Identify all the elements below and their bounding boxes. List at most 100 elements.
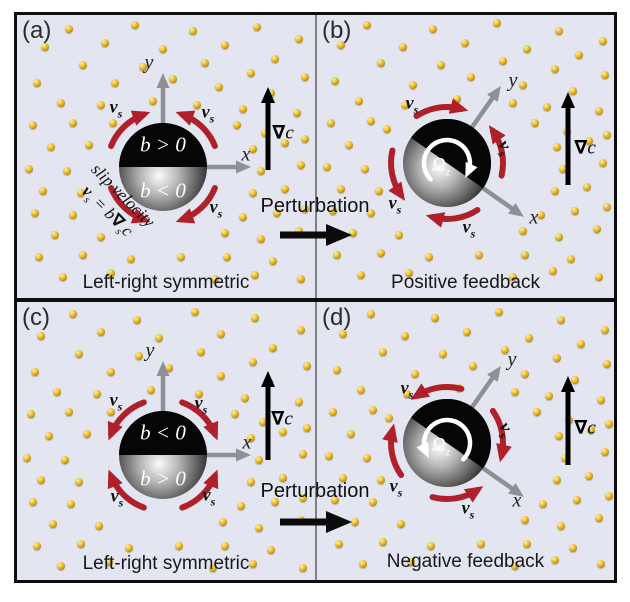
gradient-label: ∇c xyxy=(272,121,294,144)
chemical-particle-dot xyxy=(539,500,547,508)
chemical-particle-dot xyxy=(461,39,469,47)
y-axis-label: y xyxy=(508,69,518,92)
chemical-particle-dot xyxy=(583,183,591,191)
chemical-particle-dot xyxy=(575,51,583,59)
chemical-particle-dot xyxy=(29,498,37,506)
chemical-particle-dot xyxy=(397,520,405,528)
chemical-particle-dot xyxy=(337,41,345,49)
x-axis-label: x xyxy=(242,431,252,454)
chemical-particle-dot xyxy=(555,233,563,241)
slip-velocity-arrow xyxy=(429,486,484,503)
chemical-particle-dot xyxy=(367,117,375,125)
chemical-particle-dot xyxy=(349,229,357,237)
chemical-particle-dot xyxy=(303,362,311,370)
chemical-particle-dot xyxy=(65,25,73,33)
chemical-particle-dot xyxy=(23,454,31,462)
chemical-particle-dot xyxy=(259,418,267,426)
slip-velocity-arrow xyxy=(107,399,147,441)
chemical-particle-dot xyxy=(509,99,517,107)
chemical-particle-dot xyxy=(215,83,223,91)
chemical-particle-dot xyxy=(293,109,301,117)
chemical-particle-dot xyxy=(295,35,303,43)
chemical-particle-dot xyxy=(79,61,87,69)
janus-sphere-top-half xyxy=(119,123,207,167)
chemical-particle-dot xyxy=(361,165,369,173)
chemical-particle-dot xyxy=(347,430,355,438)
chemical-particle-dot xyxy=(255,456,263,464)
chemical-particle-dot xyxy=(409,81,417,89)
chemical-particle-dot xyxy=(279,428,287,436)
chemical-particle-dot xyxy=(475,251,483,259)
chemical-particle-dot xyxy=(37,332,45,340)
chemical-particle-dot xyxy=(557,522,565,530)
chemical-particle-dot xyxy=(599,37,607,45)
slip-velocity-label: vs xyxy=(461,497,475,522)
chemical-particle-dot xyxy=(239,105,247,113)
chemical-particle-dot xyxy=(249,358,257,366)
chemical-particle-dot xyxy=(325,452,333,460)
chemical-particle-dot xyxy=(75,350,83,358)
chemical-particle-dot xyxy=(395,231,403,239)
chemical-particle-dot xyxy=(595,273,603,281)
chemical-particle-dot xyxy=(61,456,69,464)
chemical-particle-dot xyxy=(437,61,445,69)
chemical-particle-dot xyxy=(601,71,609,79)
chemical-particle-dot xyxy=(255,524,263,532)
chemical-particle-dot xyxy=(299,564,307,572)
chemical-particle-dot xyxy=(29,121,37,129)
panel-caption: Left-right symmetric xyxy=(82,553,250,574)
chemical-particle-dot xyxy=(111,79,119,87)
chemical-particle-dot xyxy=(249,560,257,568)
chemical-particle-dot xyxy=(269,344,277,352)
chemical-particle-dot xyxy=(557,316,565,324)
chemical-particle-dot xyxy=(31,368,39,376)
chemical-particle-dot xyxy=(35,253,43,261)
chemical-particle-dot xyxy=(369,498,377,506)
chemical-particle-dot xyxy=(63,167,71,175)
chemical-particle-dot xyxy=(351,518,359,526)
chemical-particle-dot xyxy=(233,121,241,129)
x-axis-label: x xyxy=(529,206,539,229)
chemical-particle-dot xyxy=(297,161,305,169)
chemical-particle-dot xyxy=(269,257,277,265)
chemical-particle-dot xyxy=(477,540,485,548)
chemical-particle-dot xyxy=(355,97,363,105)
angular-velocity-label: Ωz xyxy=(431,154,451,179)
chemical-particle-dot xyxy=(107,408,115,416)
panel-a: (a) y x b > 0 b < 0 vs vs vs slip veloci… xyxy=(17,15,315,298)
chemical-particle-dot xyxy=(237,502,245,510)
chemical-particle-dot xyxy=(367,209,375,217)
chemical-particle-dot xyxy=(159,45,167,53)
chemical-particle-dot xyxy=(219,518,227,526)
chemical-particle-dot xyxy=(251,314,259,322)
chemical-particle-dot xyxy=(105,558,113,566)
chemical-particle-dot xyxy=(369,406,377,414)
chemical-particle-dot xyxy=(429,25,437,33)
chemical-particle-dot xyxy=(69,211,77,219)
panel-label: (d) xyxy=(322,304,352,331)
angular-velocity-label: Ωz xyxy=(431,434,451,459)
chemical-particle-dot xyxy=(139,63,147,71)
chemical-particle-dot xyxy=(587,426,595,434)
chemical-particle-dot xyxy=(385,414,393,422)
chemical-particle-dot xyxy=(217,330,225,338)
panel-c: (c) y x b < 0 b > 0 vs vs vs vs ∇c Left-… xyxy=(17,302,315,580)
panel-scene xyxy=(108,73,275,224)
chemical-particle-dot xyxy=(375,187,383,195)
chemical-particle-dot xyxy=(249,189,257,197)
chemical-particle-dot xyxy=(523,540,531,548)
gradient-label: ∇c xyxy=(574,416,596,439)
chemical-particle-dot xyxy=(295,398,303,406)
slip-velocity-label: vs xyxy=(462,216,476,241)
slip-velocity-arrow xyxy=(489,407,512,463)
chemical-particle-dot xyxy=(33,542,41,550)
chemical-particle-dot xyxy=(597,396,605,404)
slip-velocity-label: vs xyxy=(400,377,414,402)
chemical-particle-dot xyxy=(595,107,603,115)
chemical-particle-dot xyxy=(67,500,75,508)
chemical-particle-dot xyxy=(523,45,531,53)
chemical-particle-dot xyxy=(295,227,303,235)
chemical-particle-dot xyxy=(377,249,385,257)
chemical-particle-dot xyxy=(345,141,353,149)
chemical-particle-dot xyxy=(399,43,407,51)
